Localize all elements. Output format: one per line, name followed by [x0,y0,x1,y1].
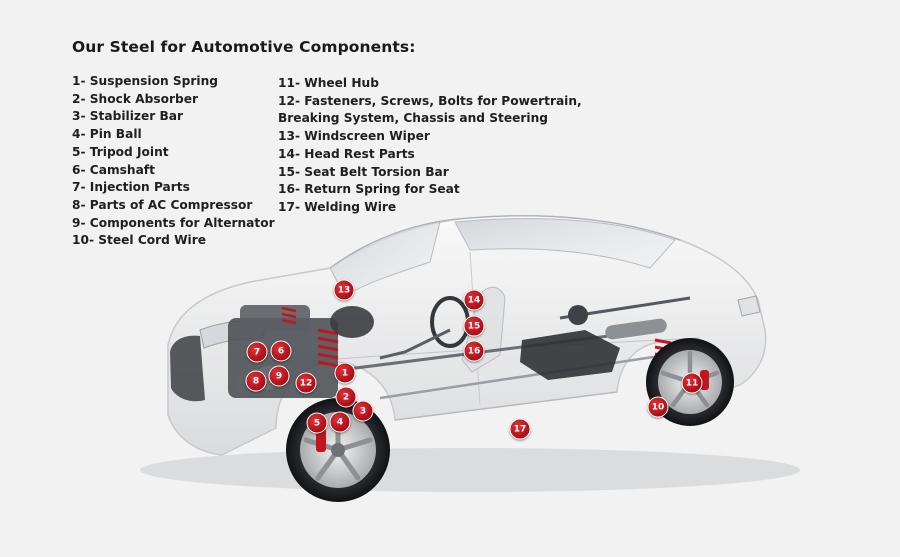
ground-shadow [140,448,800,492]
intake-box [330,306,374,338]
marker-4: 4 [329,411,351,433]
list-item: 13- Windscreen Wiper [278,129,430,144]
list-item: 11- Wheel Hub [278,76,379,90]
list-item: 8- Parts of AC Compressor [72,197,253,212]
marker-10: 10 [647,396,669,418]
marker-1: 1 [334,362,356,384]
marker-11: 11 [681,372,703,394]
engine-cover [240,305,310,331]
list-item: 15- Seat Belt Torsion Bar [278,164,449,179]
muffler [605,318,667,340]
marker-9: 9 [268,365,290,387]
marker-14: 14 [463,289,485,311]
marker-15: 15 [463,315,485,337]
roof-line [329,215,681,269]
marker-5: 5 [306,412,328,434]
marker-17: 17 [509,418,531,440]
engine-spring [281,306,297,325]
marker-6: 6 [270,340,292,362]
tail-light [737,295,761,317]
marker-2: 2 [335,386,357,408]
list-item: 14- Head Rest Parts [278,146,415,161]
diagram-title: Our Steel for Automotive Components: [72,38,416,56]
list-item: 7- Injection Parts [72,180,190,195]
marker-8: 8 [245,370,267,392]
marker-3: 3 [352,400,374,422]
fuel-tank [520,330,620,380]
list-item: 4- Pin Ball [72,127,142,142]
list-item: 12- Fasteners, Screws, Bolts for Powertr… [278,93,582,108]
sill-line [394,391,618,421]
list-item: 17- Welding Wire [278,199,397,214]
list-item-continuation: Breaking System, Chassis and Steering [278,111,548,126]
rear-diff [568,305,588,325]
list-item: 6- Camshaft [72,162,155,177]
steering-column [379,328,451,360]
component-list-right: 11- Wheel Hub 12- Fasteners, Screws, Bol… [278,75,582,217]
side-window [454,218,676,269]
marker-16: 16 [463,340,485,362]
list-item: 3- Stabilizer Bar [72,109,184,124]
list-item: 9- Components for Alternator [72,215,275,230]
list-item: 2- Shock Absorber [72,91,198,106]
marker-12: 12 [295,372,317,394]
list-item: 1- Suspension Spring [72,74,218,88]
front-grille [170,335,205,402]
component-list-left: 1- Suspension Spring 2- Shock Absorber 3… [72,73,275,250]
front-spring [317,328,339,368]
marker-7: 7 [246,341,268,363]
list-item: 16- Return Spring for Seat [278,182,460,197]
list-item: 5- Tripod Joint [72,144,169,159]
marker-13: 13 [333,279,355,301]
list-item: 10- Steel Cord Wire [72,233,207,248]
